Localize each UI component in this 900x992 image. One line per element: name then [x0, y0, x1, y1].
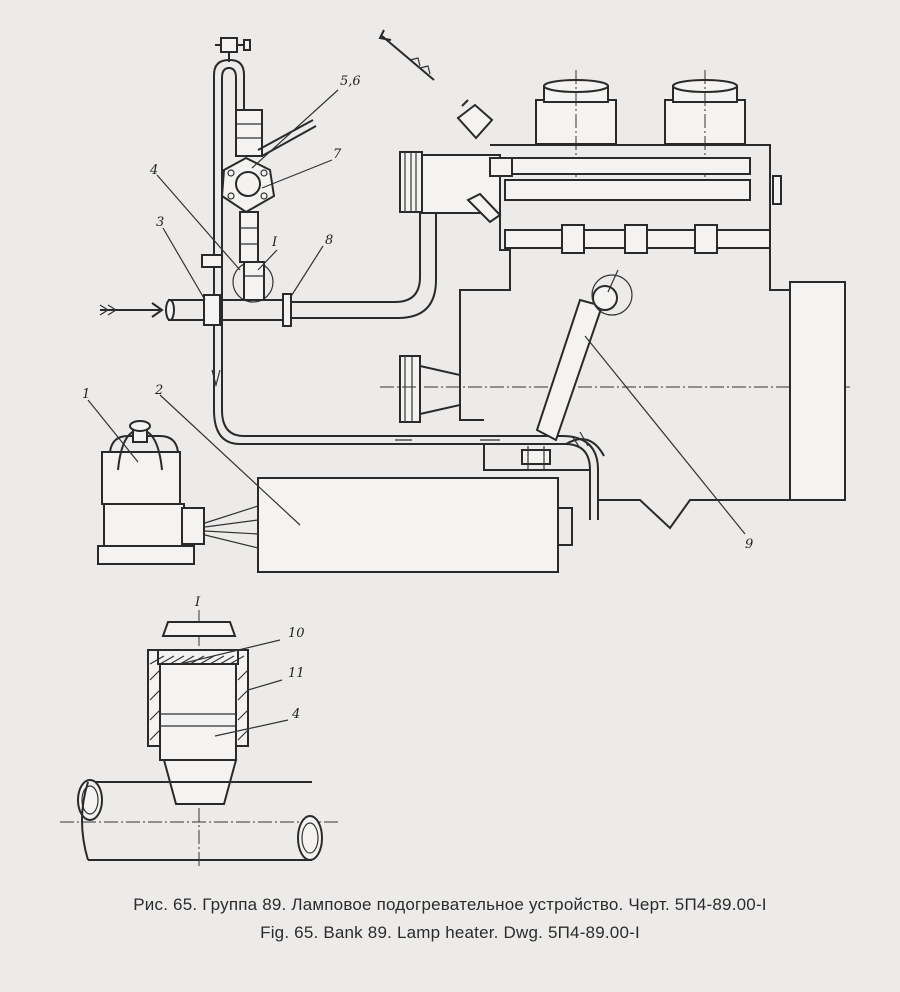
direction-arrow [378, 29, 435, 81]
callout-10: 10 [288, 626, 305, 641]
callout-8: 8 [325, 233, 333, 248]
blow-lamp [97, 420, 205, 565]
return-pipe [211, 369, 599, 520]
detail-I-label: I [194, 595, 201, 610]
callout-4-detail: 4 [291, 707, 300, 722]
leader-lines [87, 89, 746, 737]
callout-1: 1 [82, 387, 90, 402]
callout-3: 3 [156, 215, 164, 230]
callout-2: 2 [154, 383, 163, 398]
caption-english: Fig. 65. Bank 89. Lamp heater. Dwg. 5П4-… [260, 923, 640, 942]
callout-labels: 4 3 5,6 7 I 8 2 1 9 I 10 11 4 [82, 74, 753, 722]
callout-9: 9 [745, 537, 753, 552]
callout-I: I [271, 235, 278, 250]
inlet-pipe [99, 210, 437, 327]
callout-7: 7 [333, 147, 342, 162]
vertical-pipe-loop [213, 37, 251, 410]
engine-block [380, 70, 850, 530]
callout-11: 11 [288, 666, 305, 681]
detail-section-I [60, 610, 340, 868]
callout-5-6: 5,6 [340, 74, 361, 89]
caption-russian: Рис. 65. Группа 89. Ламповое подогревате… [133, 895, 767, 914]
heater-box [204, 477, 573, 573]
callout-4: 4 [149, 163, 158, 178]
valve-assembly [220, 109, 317, 303]
